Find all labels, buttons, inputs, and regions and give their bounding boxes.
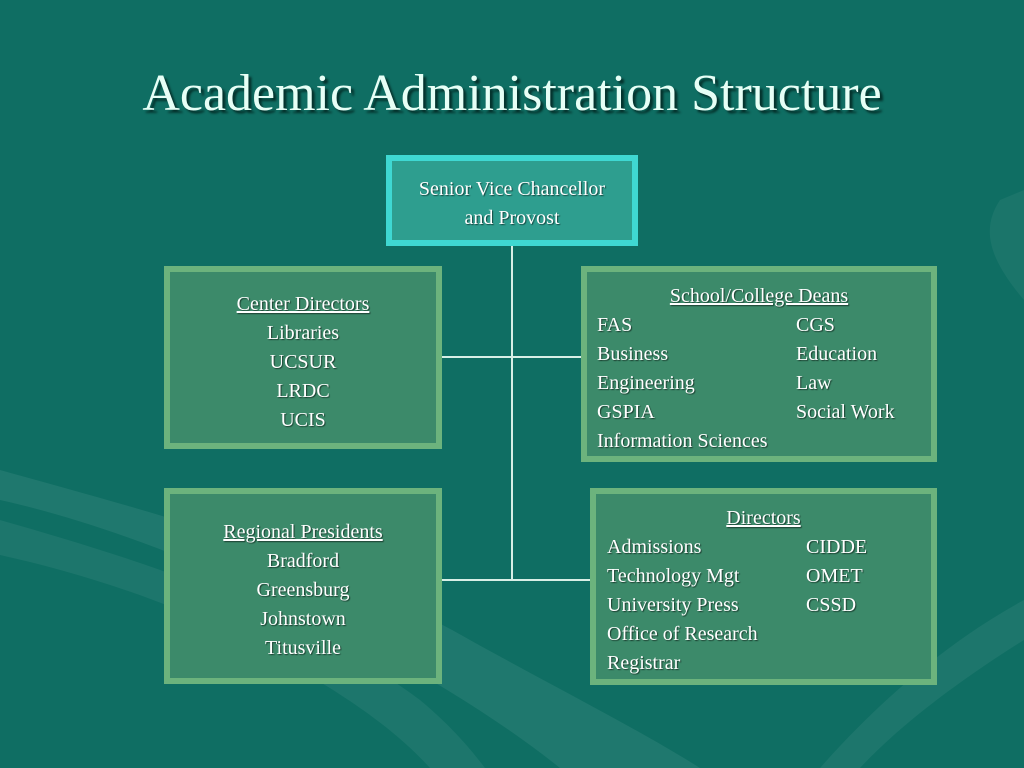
center-directors-heading: Center Directors	[236, 293, 370, 315]
list-item: Engineering	[597, 372, 695, 394]
connector-vertical-trunk	[511, 244, 513, 581]
list-item: Information Sciences	[597, 430, 768, 452]
school-college-deans-box: School/College Deans FAS CGS Business Ed…	[581, 266, 937, 462]
provost-box: Senior Vice Chancellor and Provost	[386, 155, 638, 246]
list-item: UCSUR	[269, 351, 337, 373]
provost-title-line1: Senior Vice Chancellor	[418, 178, 606, 200]
list-item: Social Work	[796, 401, 895, 423]
directors-heading: Directors	[726, 507, 801, 529]
list-item: Education	[796, 343, 878, 365]
list-item: Titusville	[265, 637, 341, 659]
list-item: Office of Research	[607, 623, 758, 645]
list-item: Johnstown	[260, 608, 346, 630]
list-item: CIDDE	[806, 536, 868, 558]
directors-list: Admissions CIDDE Technology Mgt OMET Uni…	[607, 533, 931, 678]
provost-title-line2: and Provost	[464, 207, 560, 229]
regional-presidents-heading: Regional Presidents	[223, 521, 383, 543]
list-item: OMET	[806, 565, 863, 587]
list-item: Technology Mgt	[607, 565, 740, 587]
deans-list: FAS CGS Business Education Engineering L…	[597, 311, 931, 456]
list-item: LRDC	[276, 380, 330, 402]
directors-box: Directors Admissions CIDDE Technology Mg…	[590, 488, 937, 685]
list-item: Greensburg	[256, 579, 350, 601]
list-item: Bradford	[266, 550, 340, 572]
connector-upper-right	[511, 356, 583, 358]
list-item: UCIS	[280, 409, 326, 431]
connector-lower-right	[511, 579, 592, 581]
connector-lower-left	[440, 579, 513, 581]
list-item: Admissions	[607, 536, 702, 558]
list-item: GSPIA	[597, 401, 655, 423]
list-item: Law	[796, 372, 832, 394]
regional-presidents-box: Regional Presidents Bradford Greensburg …	[164, 488, 442, 684]
list-item: CSSD	[806, 594, 857, 616]
list-item: University Press	[607, 594, 739, 616]
list-item: Registrar	[607, 652, 681, 674]
deans-heading: School/College Deans	[669, 285, 849, 307]
list-item: FAS	[597, 314, 633, 336]
list-item: Business	[597, 343, 669, 365]
list-item: Libraries	[266, 322, 340, 344]
list-item: CGS	[796, 314, 835, 336]
connector-upper-left	[440, 356, 513, 358]
page-title: Academic Administration Structure	[142, 65, 882, 122]
center-directors-box: Center Directors Libraries UCSUR LRDC UC…	[164, 266, 442, 449]
